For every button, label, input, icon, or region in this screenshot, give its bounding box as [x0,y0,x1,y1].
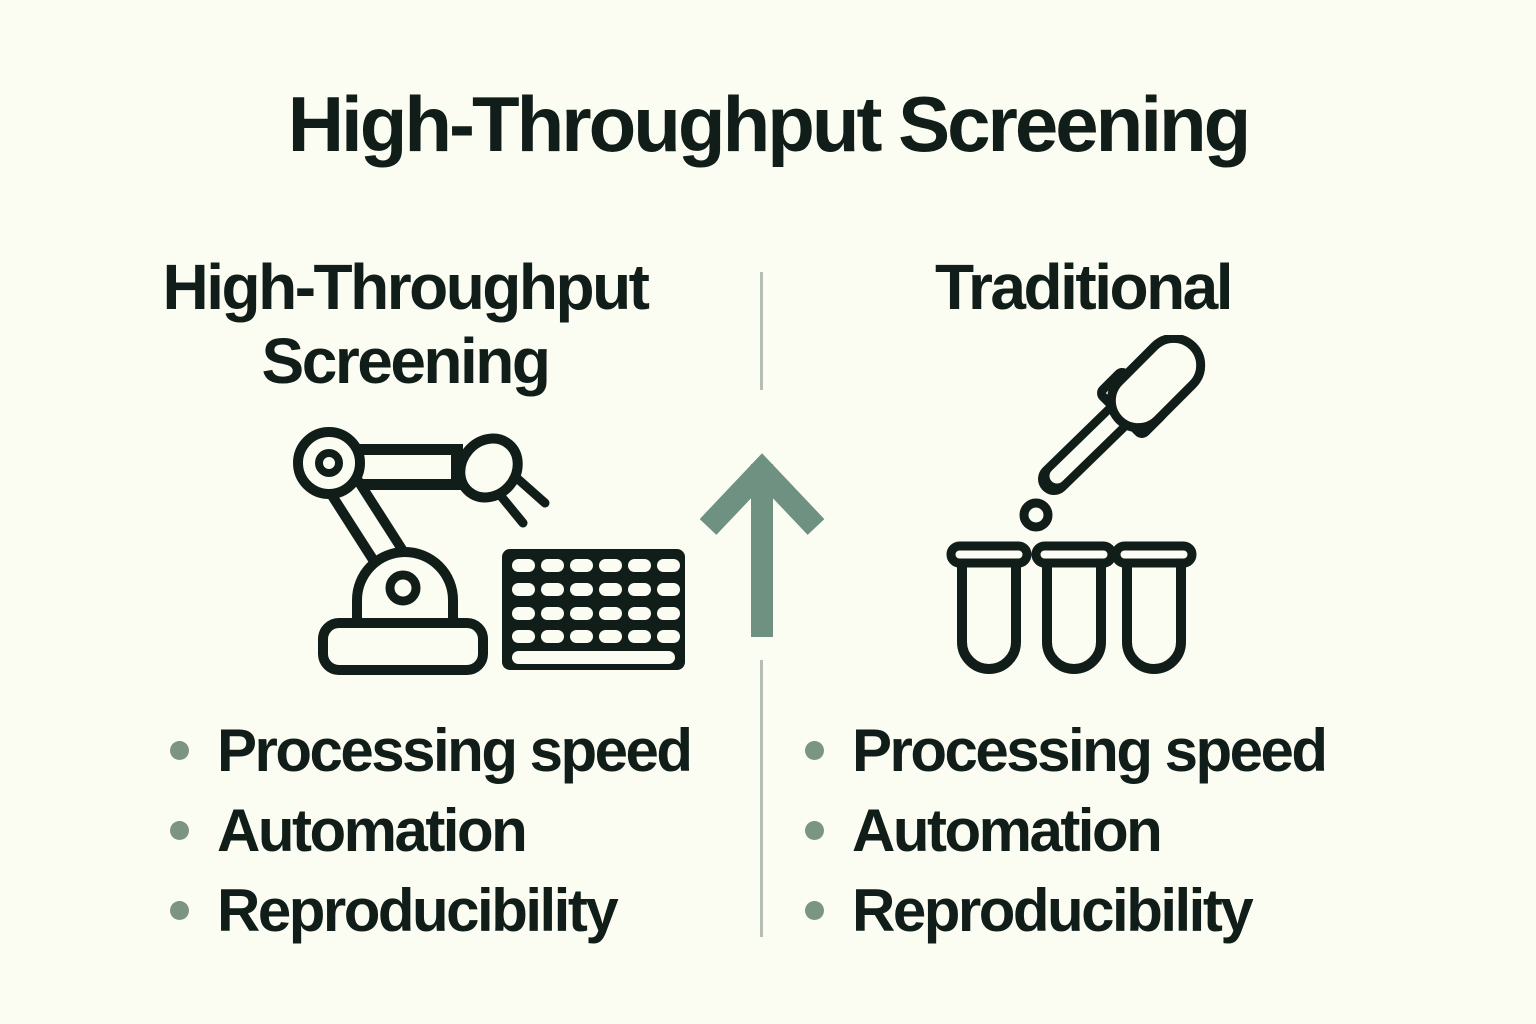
list-item: Automation [805,790,1326,870]
right-column-heading: Traditional [934,251,1234,323]
list-item-label: Processing speed [217,716,693,784]
microplate-icon [502,549,685,670]
up-arrow-icon [700,453,825,637]
bullet-dot [805,900,824,920]
list-item-label: Reproducibility [852,876,1254,944]
left-column-heading: High-Throughput Screening [162,251,650,397]
pipette-test-tubes-icon [946,335,1206,674]
page-title: High-Throughput Screening [287,80,1252,168]
robot-arm-icon [293,427,550,675]
test-tubes-icon [946,541,1197,674]
divider-line-top [760,272,763,390]
bullet-dot [170,820,189,840]
bullet-dot [170,900,189,920]
bullet-dot [805,820,824,840]
bullet-dot [805,740,824,760]
bullet-dot [170,740,189,760]
divider-line-bottom [760,660,763,937]
list-item-label: Automation [852,796,1163,864]
list-item-label: Automation [217,796,528,864]
list-item: Processing speed [170,710,693,790]
pipette-icon [1038,335,1206,495]
list-item: Reproducibility [170,870,691,950]
list-item-label: Reproducibility [217,876,619,944]
list-item: Reproducibility [805,870,1326,950]
list-item-label: Processing speed [852,716,1328,784]
right-bullet-list: Processing speed Automation Reproducibil… [805,710,1328,950]
robot-arm-microplate-icon [293,427,685,675]
list-item: Automation [170,790,691,870]
left-bullet-list: Processing speed Automation Reproducibil… [170,710,693,950]
list-item: Processing speed [805,710,1328,790]
droplet-icon [1019,498,1053,532]
